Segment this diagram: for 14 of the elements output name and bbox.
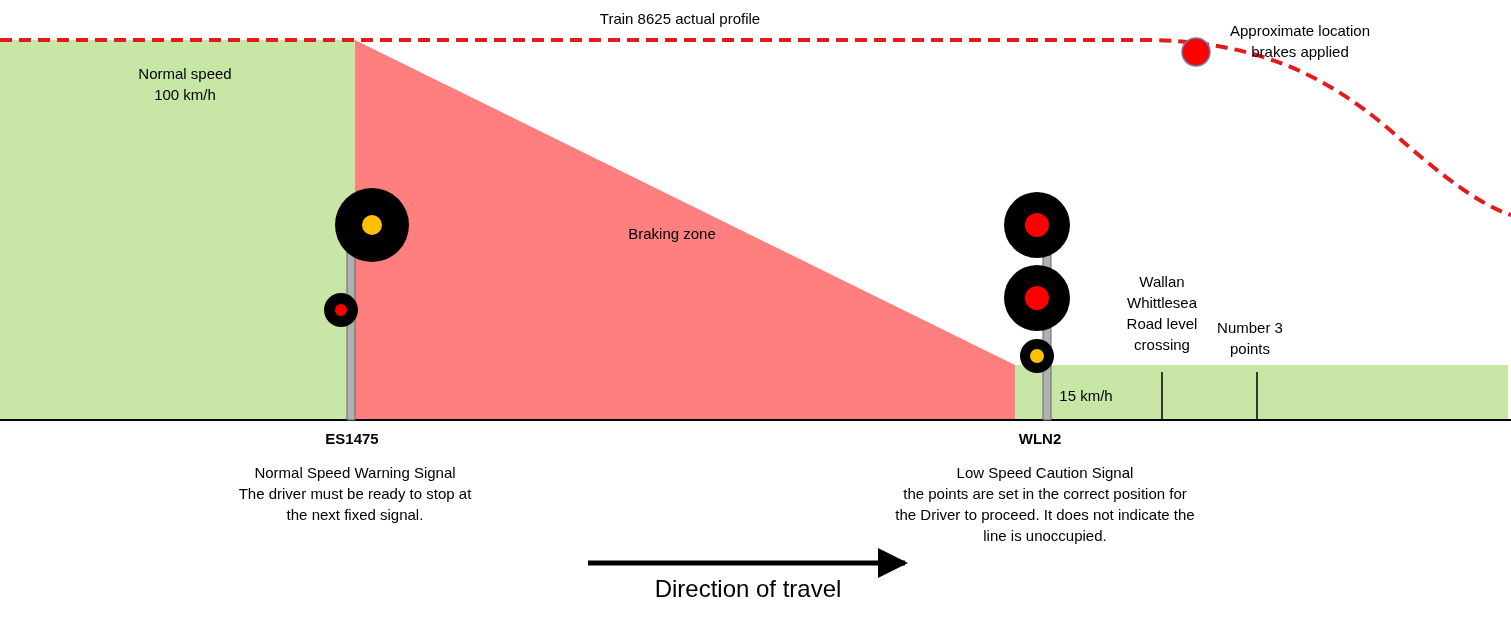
direction-label: Direction of travel bbox=[653, 574, 843, 604]
signal-id: WLN2 bbox=[1017, 429, 1063, 449]
location-label: Wallan Whittlesea Road level crossing bbox=[1125, 272, 1199, 355]
line-label: Train 8625 actual profile bbox=[598, 9, 762, 29]
zone-label: Braking zone bbox=[627, 224, 717, 244]
signal-description: The driver must be ready to stop at the next fixed signal. bbox=[237, 484, 473, 525]
signal-description: the points are set in the correct position for the Driver to proceed. It does not indicate the line is unoccupied. bbox=[895, 484, 1195, 546]
marker-label: Approximate location brakes applied bbox=[1228, 21, 1372, 62]
signal-name: Low Speed Caution Signal bbox=[955, 463, 1135, 483]
location-label: Number 3 points bbox=[1216, 318, 1284, 359]
signal-name: Normal Speed Warning Signal bbox=[253, 463, 457, 483]
signal-id: ES1475 bbox=[324, 429, 380, 449]
zone-label: Normal speed 100 km/h bbox=[137, 64, 233, 105]
speed-label: 15 km/h bbox=[1058, 386, 1114, 406]
